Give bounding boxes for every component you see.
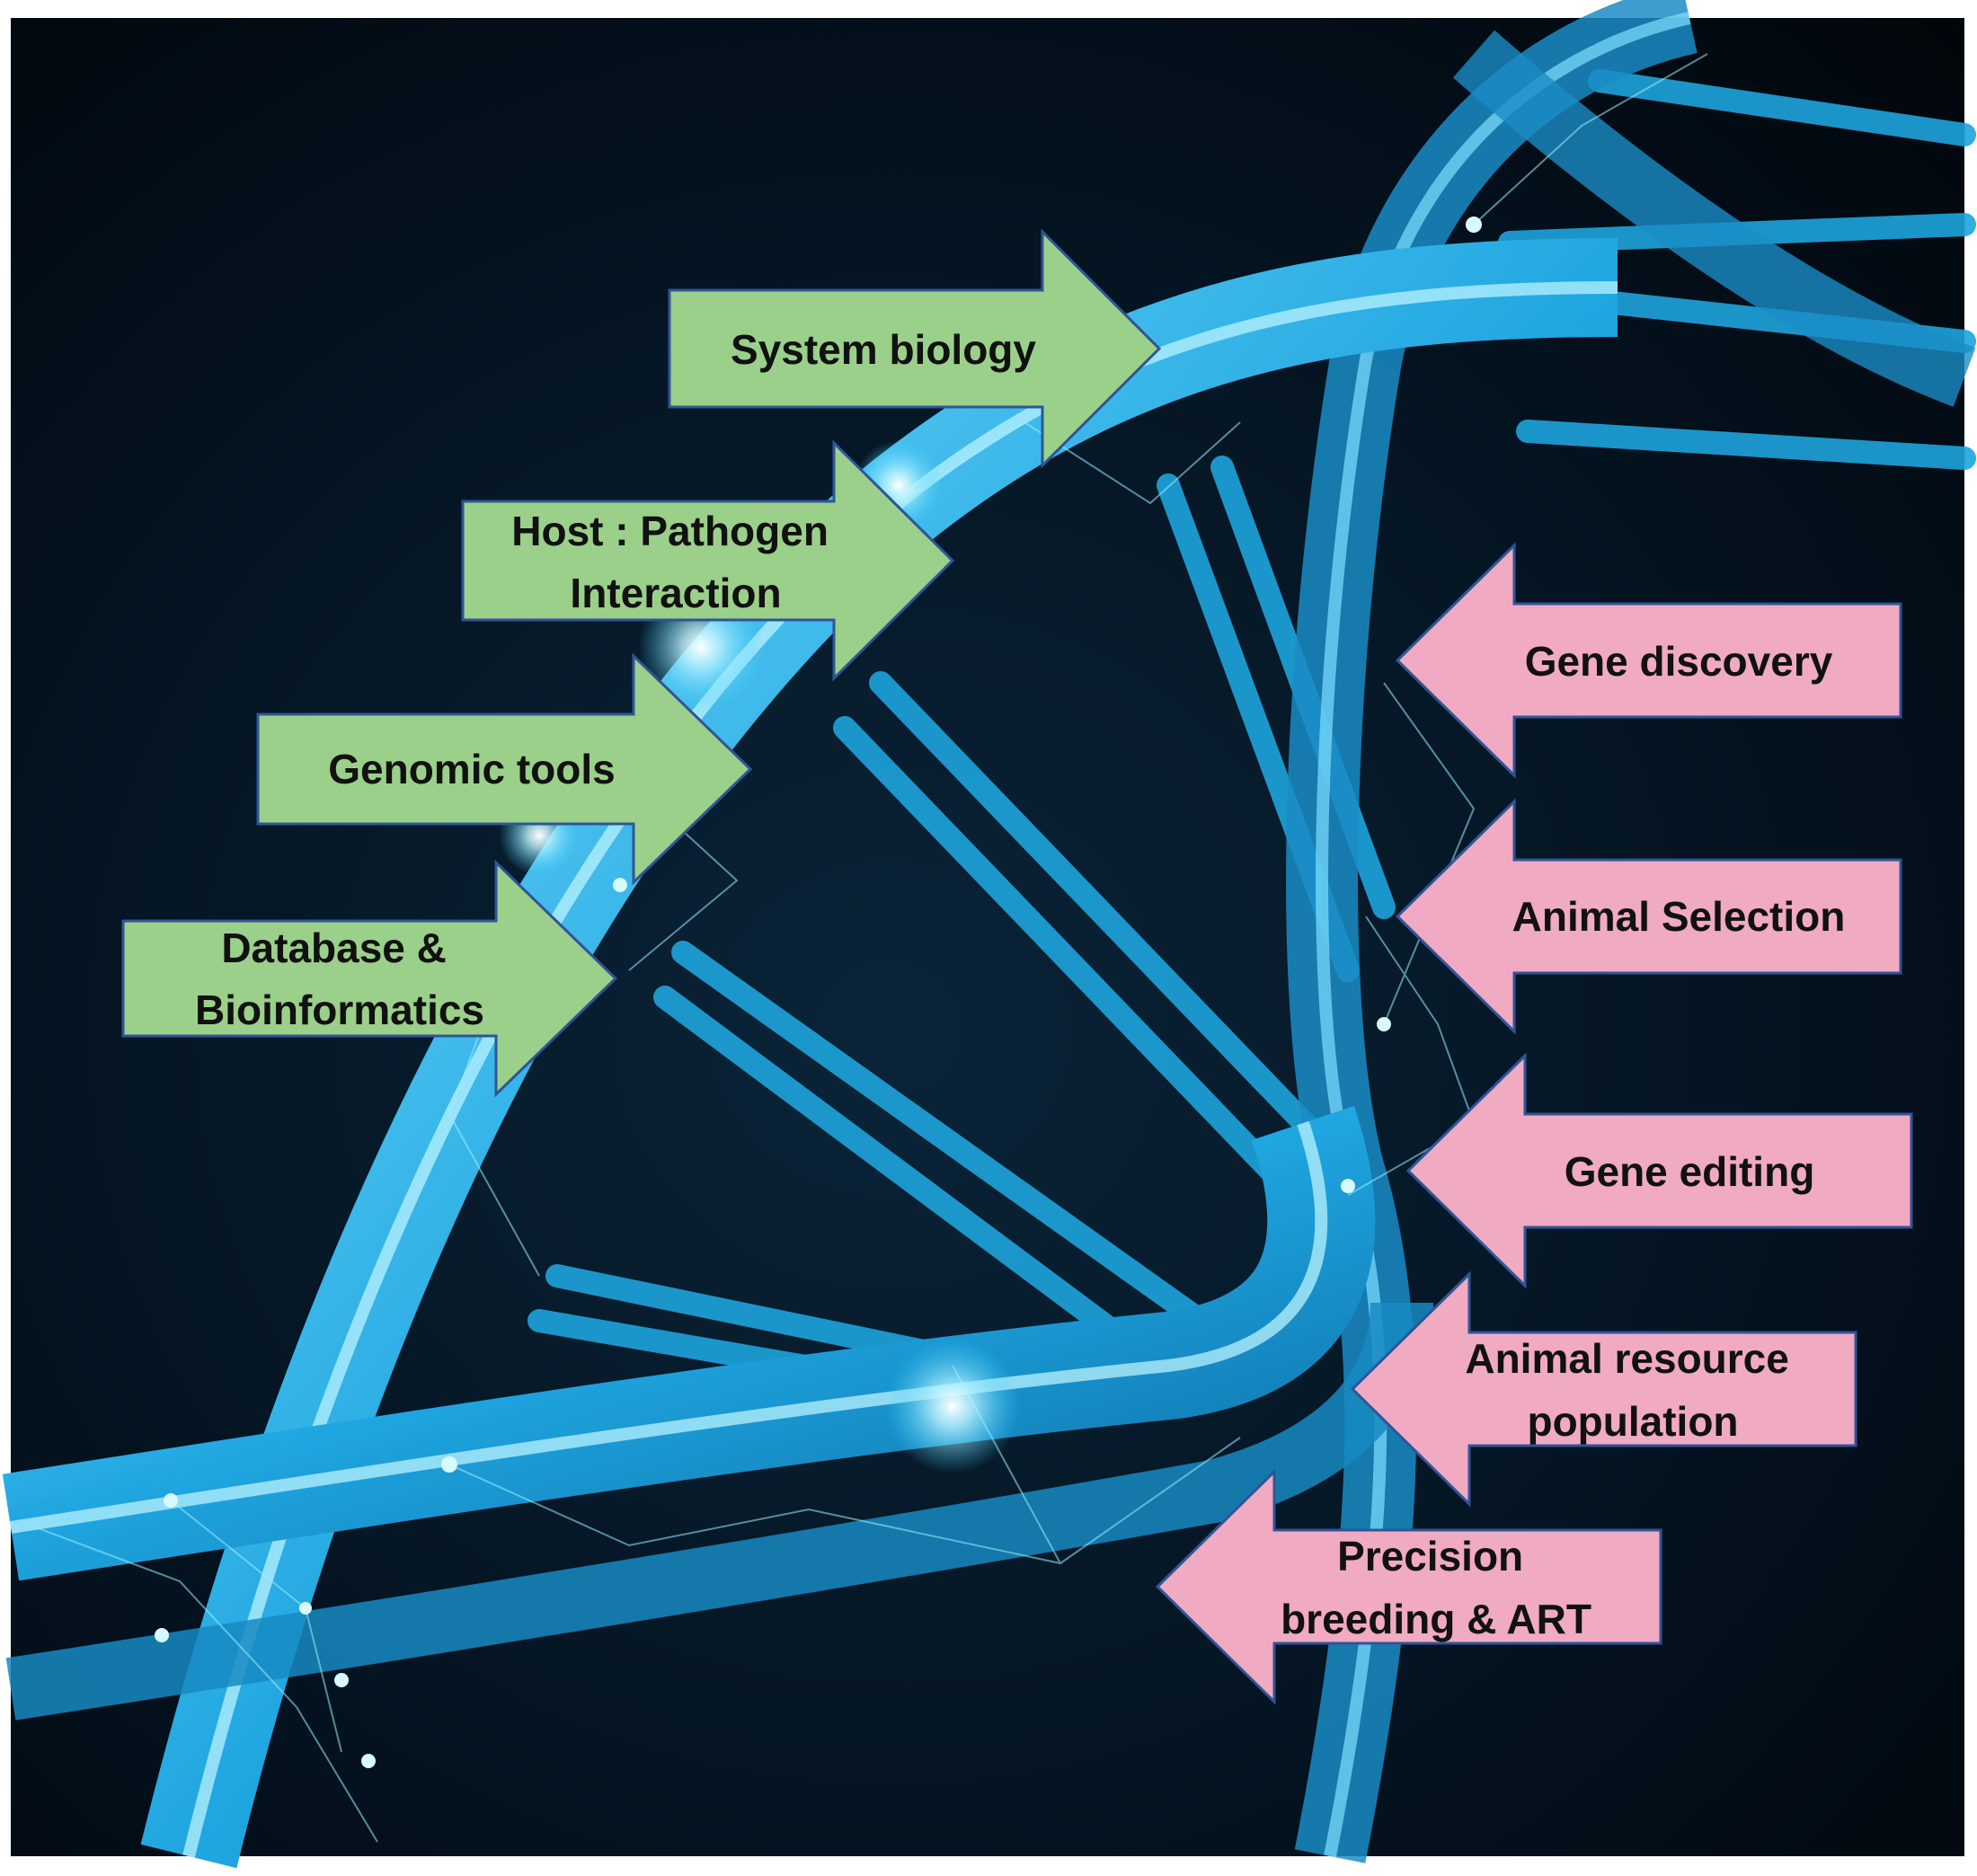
- arrow-host-pathogen-label-line1: Host : Pathogen: [511, 508, 829, 554]
- arrow-precision-breeding: Precision breeding & ART: [1155, 1468, 1662, 1705]
- arrow-animal-resource-population: Animal resource population: [1350, 1270, 1857, 1508]
- arrow-database-label-line1: Database &: [221, 925, 447, 971]
- arrow-system-biology: System biology: [668, 228, 1162, 469]
- arrow-animal-selection-label: Animal Selection: [1512, 893, 1846, 940]
- svg-text:Animal resource popula: Animal resource population: [1465, 1335, 1800, 1445]
- arrow-system-biology-label: System biology: [731, 326, 1036, 373]
- svg-text:Host : Pathogen Intera: Host : Pathogen Interaction: [511, 508, 839, 616]
- svg-text:Gene editing: Gene editing: [1565, 1148, 1815, 1195]
- arrow-gene-discovery: Gene discovery: [1395, 542, 1902, 779]
- right-arrows: Gene discovery Animal Selection Gene edi…: [1155, 542, 1913, 1705]
- svg-text:Precision breeding & A: Precision breeding & ART: [1281, 1533, 1591, 1642]
- svg-text:Genomic tools: Genomic tools: [328, 746, 615, 792]
- svg-text:System biology: System biology: [731, 326, 1036, 373]
- arrow-animal-resource-label-line2: population: [1527, 1398, 1738, 1445]
- svg-text:Animal Selection: Animal Selection: [1512, 893, 1846, 940]
- arrow-database-label-line2: Bioinformatics: [195, 987, 484, 1033]
- arrow-database-bioinformatics: Database & Bioinformatics: [121, 859, 618, 1098]
- svg-text:Gene discovery: Gene discovery: [1525, 638, 1833, 685]
- arrow-precision-breeding-label-line2: breeding & ART: [1281, 1596, 1591, 1642]
- svg-text:Database & Bioinformat: Database & Bioinformatics: [195, 925, 484, 1033]
- arrow-animal-selection: Animal Selection: [1395, 798, 1902, 1035]
- arrow-genomic-tools: Genomic tools: [256, 652, 753, 886]
- arrow-host-pathogen-label-line2: Interaction: [570, 570, 781, 616]
- arrow-gene-discovery-label: Gene discovery: [1525, 638, 1833, 685]
- arrow-gene-editing-label: Gene editing: [1565, 1148, 1815, 1195]
- left-arrows: System biology Host : Pathogen Interacti…: [121, 228, 1162, 1098]
- arrow-genomic-tools-label: Genomic tools: [328, 746, 615, 792]
- arrow-host-pathogen: Host : Pathogen Interaction: [461, 439, 955, 682]
- arrow-precision-breeding-label-line1: Precision: [1337, 1533, 1523, 1580]
- arrow-animal-resource-label-line1: Animal resource: [1465, 1335, 1788, 1382]
- arrow-gene-editing: Gene editing: [1405, 1052, 1913, 1289]
